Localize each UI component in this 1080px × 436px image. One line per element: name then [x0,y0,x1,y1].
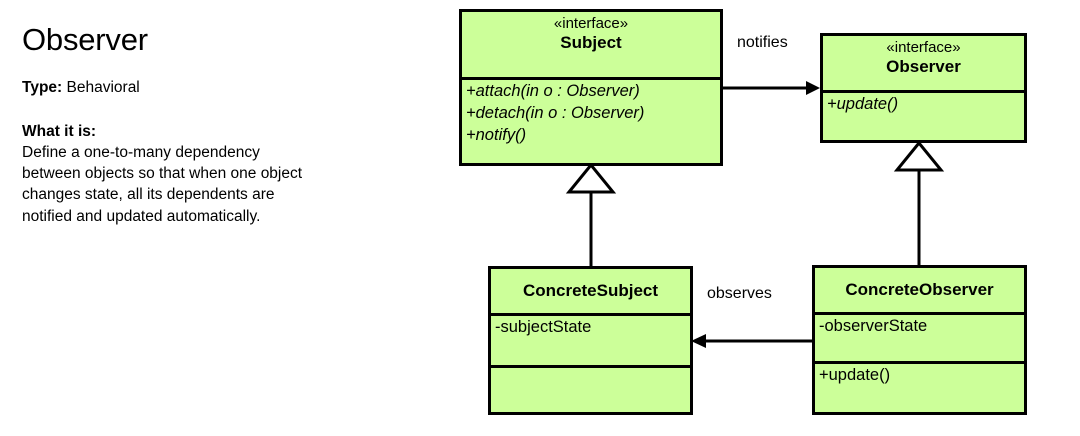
uml-operation: +notify() [466,125,527,144]
uml-operation: +update() [827,95,899,113]
uml-class-subject-operations: +attach(in o : Observer) +detach(in o : … [462,77,720,148]
uml-class-concrete-observer-operations: +update() [815,361,1024,410]
uml-class-observer-stereotype: «interface» [886,39,961,56]
what-it-is-body: Define a one-to-many dependency between … [22,143,303,225]
relationship-label-notifies: notifies [737,34,788,51]
uml-class-observer-header: «interface» Observer [823,36,1024,90]
uml-class-concrete-subject-attributes: -subjectState [491,313,690,365]
uml-class-subject-stereotype: «interface» [553,15,629,32]
pattern-info-panel: Observer Type: Behavioral What it is: De… [22,22,422,227]
uml-class-subject-name: Subject [560,32,622,52]
uml-class-concrete-subject-name: ConcreteSubject [522,281,659,301]
uml-class-subject[interactable]: «interface» Subject +attach(in o : Obser… [459,9,723,166]
uml-operation: +update() [819,366,891,384]
uml-class-concrete-subject[interactable]: ConcreteSubject -subjectState [488,266,693,415]
page-title: Observer [22,22,148,57]
uml-attribute: -observerState [819,317,928,335]
observes-arrowhead [691,334,706,348]
uml-class-observer-operations: +update() [823,90,1024,118]
what-it-is-heading: What it is: [22,123,97,141]
concrete-subject-generalization-triangle [565,162,617,194]
uml-class-concrete-observer[interactable]: ConcreteObserver -observerState +update(… [812,265,1027,415]
uml-class-observer-name: Observer [886,56,961,76]
pattern-type-label: Type: [22,78,63,96]
uml-class-concrete-observer-name: ConcreteObserver [845,280,994,300]
uml-attribute: -subjectState [495,318,592,336]
uml-class-concrete-subject-header: ConcreteSubject [491,269,690,313]
uml-operation: +attach(in o : Observer) [466,82,640,100]
relationship-label-observes: observes [707,285,772,302]
uml-operation: +detach(in o : Observer) [466,103,645,122]
notifies-arrowhead [806,81,820,95]
concrete-observer-generalization-triangle [893,140,945,172]
uml-class-subject-header: «interface» Subject [462,12,720,77]
pattern-type-line: Type: Behavioral [22,79,422,98]
uml-class-concrete-observer-attributes: -observerState [815,312,1024,361]
what-it-is-block: What it is: Define a one-to-many depende… [22,122,422,227]
uml-class-observer[interactable]: «interface» Observer +update() [820,33,1027,143]
pattern-type-value: Behavioral [66,78,140,96]
uml-class-concrete-subject-operations [491,365,690,412]
uml-class-concrete-observer-header: ConcreteObserver [815,268,1024,312]
